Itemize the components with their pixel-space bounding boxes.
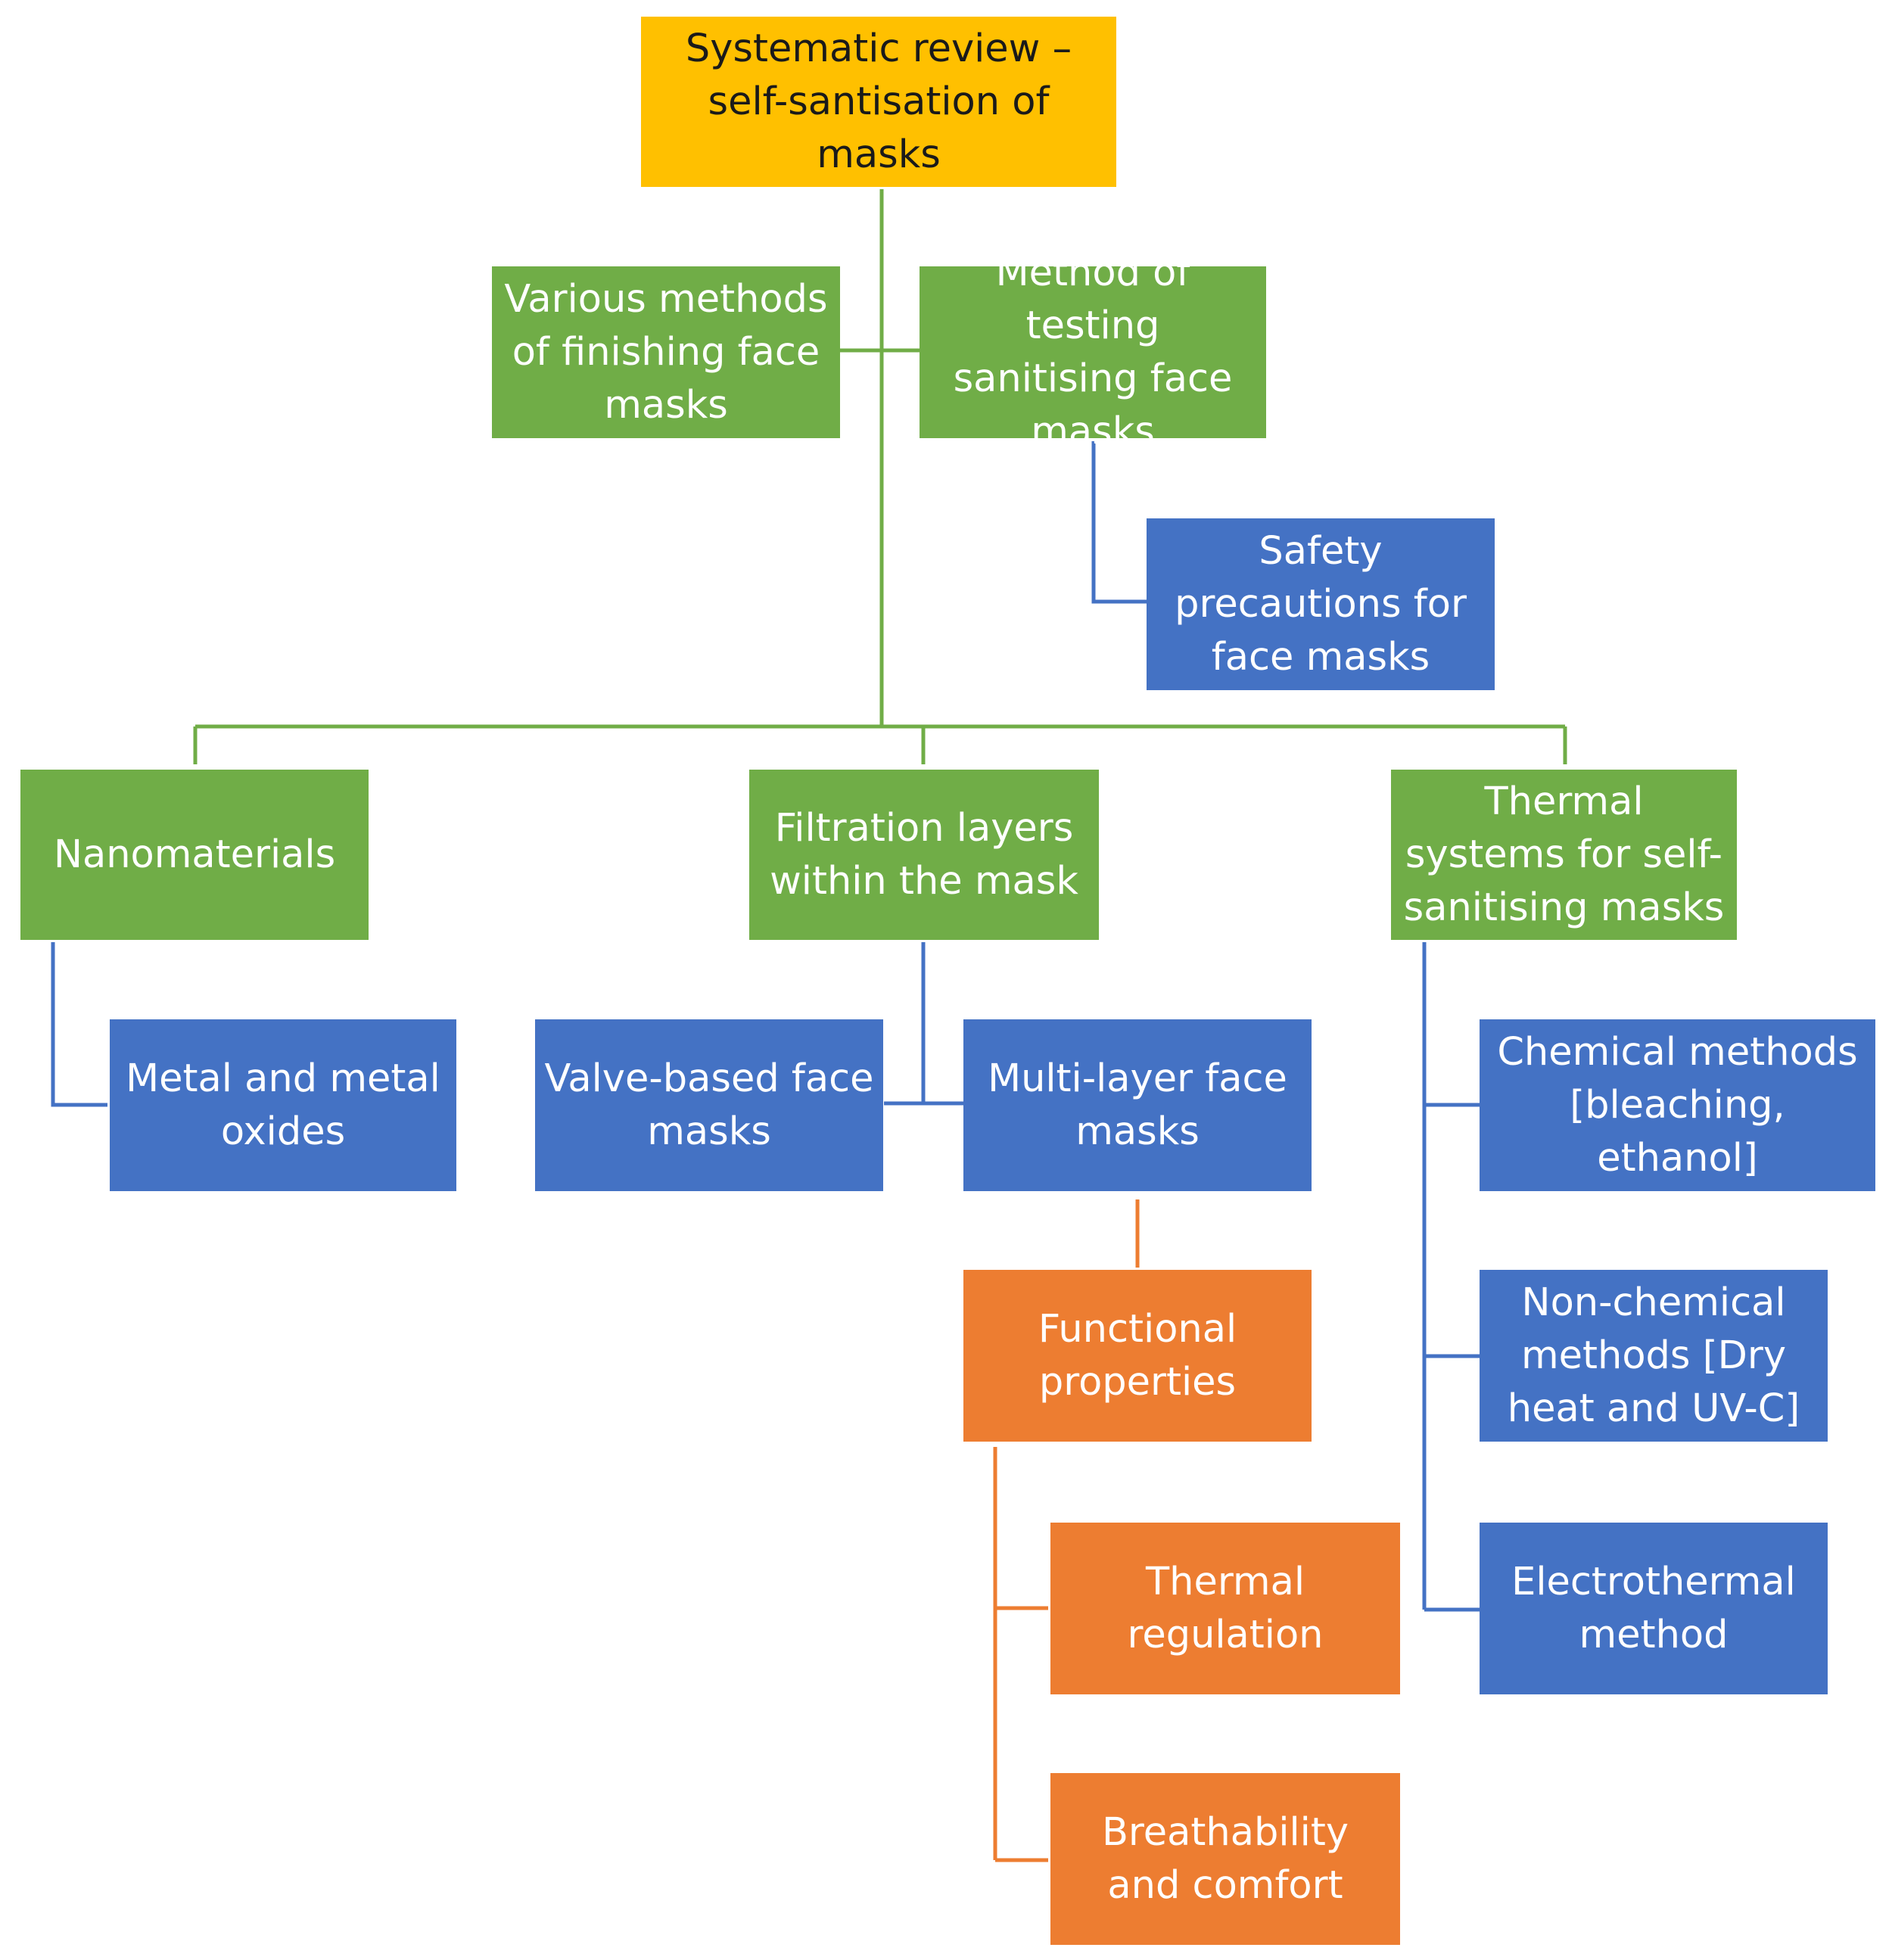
breathability-node: Breathability and comfort <box>1050 1773 1400 1945</box>
safety-connector <box>1091 441 1147 604</box>
breathability-label: Breathability and comfort <box>1101 1809 1349 1908</box>
thermal-systems-label: Thermal systems for self-sanitising mask… <box>1403 779 1725 930</box>
thermal-regulation-label: Thermal regulation <box>1127 1559 1324 1657</box>
non-chemical-methods-label: Non-chemical methods [Dry heat and UV-C] <box>1507 1280 1800 1431</box>
metal-oxides-label: Metal and metal oxides <box>126 1056 440 1154</box>
thermal-regulation-node: Thermal regulation <box>1050 1523 1400 1694</box>
multi-layer-label: Multi-layer face masks <box>988 1056 1287 1154</box>
thermal-systems-node: Thermal systems for self-sanitising mask… <box>1391 770 1737 940</box>
non-chemical-methods-node: Non-chemical methods [Dry heat and UV-C] <box>1480 1270 1828 1442</box>
multi-layer-node: Multi-layer face masks <box>963 1019 1312 1191</box>
finishing-methods-node: Various methods of finishing face masks <box>492 266 840 438</box>
root-node: Systematic review – self-santisation of … <box>641 17 1116 187</box>
functional-properties-node: Functional properties <box>963 1270 1312 1442</box>
metal-oxides-node: Metal and metal oxides <box>110 1019 456 1191</box>
valve-based-node: Valve-based face masks <box>535 1019 883 1191</box>
electrothermal-node: Electrothermal method <box>1480 1523 1828 1694</box>
filtration-layers-node: Filtration layers within the mask <box>749 770 1099 940</box>
functional-properties-label: Functional properties <box>1038 1306 1237 1405</box>
chemical-methods-node: Chemical methods [bleaching, ethanol] <box>1480 1019 1875 1191</box>
electrothermal-label: Electrothermal method <box>1511 1559 1796 1657</box>
testing-method-label: Method of testing sanitising face masks <box>953 250 1233 454</box>
safety-precautions-node: Safety precautions for face masks <box>1147 518 1495 690</box>
valve-based-label: Valve-based face masks <box>544 1056 874 1154</box>
root-label: Systematic review – self-santisation of … <box>685 26 1072 177</box>
chemical-methods-label: Chemical methods [bleaching, ethanol] <box>1497 1029 1858 1181</box>
filtration-layers-label: Filtration layers within the mask <box>770 805 1078 904</box>
nanomaterials-label: Nanomaterials <box>53 832 336 877</box>
safety-precautions-label: Safety precautions for face masks <box>1175 528 1467 680</box>
finishing-methods-label: Various methods of finishing face masks <box>504 276 828 428</box>
nanomaterials-node: Nanomaterials <box>20 770 369 940</box>
metal-connector <box>51 942 107 1107</box>
testing-method-node: Method of testing sanitising face masks <box>920 250 1266 454</box>
